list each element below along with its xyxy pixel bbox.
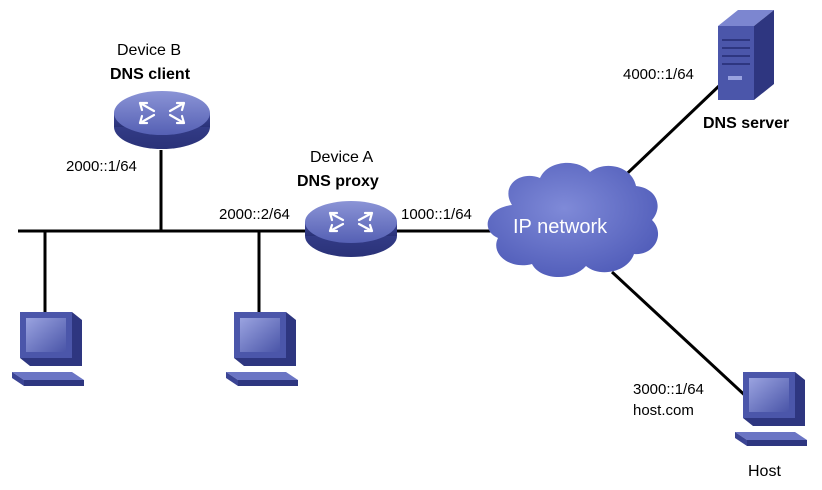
- dns-server-address: 4000::1/64: [623, 66, 694, 83]
- cloud-to-host-line: [610, 270, 752, 402]
- links: [18, 83, 752, 402]
- ip-network-cloud-icon: [487, 162, 659, 278]
- ip-network-label: IP network: [513, 216, 608, 238]
- device-a-address-right: 1000::1/64: [401, 206, 472, 223]
- pc-1-icon: [12, 312, 84, 386]
- cloud-to-dns-server-line: [610, 83, 722, 190]
- device-a-router-icon: [305, 201, 397, 257]
- host-address: 3000::1/64: [633, 381, 704, 398]
- host-name: Host: [748, 463, 781, 480]
- device-b-role: DNS client: [110, 66, 191, 83]
- dns-server-role: DNS server: [703, 115, 790, 132]
- device-a-address-left: 2000::2/64: [219, 206, 290, 223]
- pc-2-icon: [226, 312, 298, 386]
- host-hostname: host.com: [633, 402, 694, 419]
- host-pc-icon: [735, 372, 807, 446]
- device-b-name: Device B: [117, 42, 182, 59]
- device-a-name: Device A: [310, 149, 374, 166]
- dns-server-icon: [718, 10, 774, 100]
- device-a-role: DNS proxy: [297, 173, 379, 190]
- device-b-address: 2000::1/64: [66, 158, 137, 175]
- device-b-router-icon: [114, 91, 210, 149]
